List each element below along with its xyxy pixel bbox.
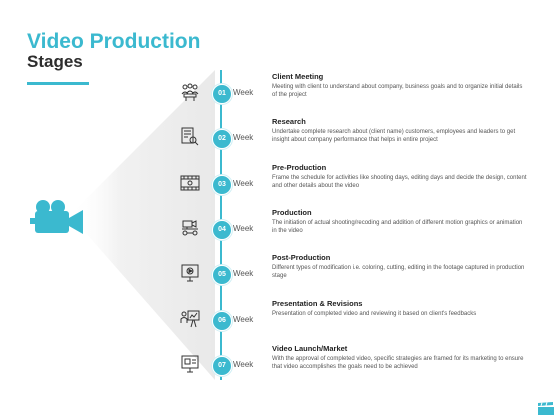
stage-title: Video Launch/Market [272, 344, 348, 353]
video-camera-icon [30, 200, 83, 234]
stage-item: 07 Week Video Launch/Market With the app… [0, 344, 560, 400]
stage-title: Production [272, 208, 312, 217]
stage-title: Presentation & Revisions [272, 299, 363, 308]
stage-description: Different types of modification i.e. col… [272, 265, 525, 279]
stage-description: Undertake complete research about (clien… [272, 129, 516, 143]
meeting-people-icon [181, 83, 199, 101]
week-label: Week [233, 179, 254, 188]
presentation-board-icon [180, 310, 200, 328]
document-search-icon [181, 127, 199, 146]
week-label: Week [233, 315, 254, 324]
week-label: Week [233, 88, 254, 97]
week-label: Week [233, 133, 254, 142]
stage-item: 06 Week Presentation & Revisions Present… [0, 299, 560, 355]
camera-cart-icon [182, 220, 198, 236]
stage-description: The initiation of actual shooting/recodi… [272, 220, 523, 234]
stage-number-badge: 04 [212, 220, 232, 240]
stage-item: 03 Week Pre-Production Frame the schedul… [0, 163, 560, 219]
stage-item: 02 Week Research Undertake complete rese… [0, 117, 560, 173]
stage-description: Frame the schedule for activities like s… [272, 175, 527, 189]
film-strip-icon [180, 175, 200, 191]
stage-number-badge: 05 [212, 265, 232, 285]
page-title: Video Production [27, 30, 201, 53]
monitor-play-icon [181, 264, 199, 282]
week-label: Week [233, 269, 254, 278]
stage-title: Research [272, 117, 306, 126]
stage-title: Pre-Production [272, 163, 327, 172]
stage-description: Presentation of completed video and revi… [272, 311, 477, 317]
title-underline [27, 82, 89, 85]
stage-item: 01 Week Client Meeting Meeting with clie… [0, 72, 560, 128]
stage-number-badge: 03 [212, 175, 232, 195]
stage-description: Meeting with client to understand about … [272, 84, 523, 98]
stage-number-badge: 01 [212, 84, 232, 104]
stage-item: 05 Week Post-Production Different types … [0, 253, 560, 309]
stage-number-badge: 06 [212, 311, 232, 331]
stage-title: Client Meeting [272, 72, 324, 81]
week-label: Week [233, 360, 254, 369]
stage-item: 04 Week Production The initiation of act… [0, 208, 560, 264]
stage-number-badge: 02 [212, 129, 232, 149]
stage-title: Post-Production [272, 253, 331, 262]
stage-description: With the approval of completed video, sp… [272, 356, 524, 370]
clapperboard-icon [538, 402, 554, 415]
video-launch-icon [181, 355, 199, 373]
week-label: Week [233, 224, 254, 233]
stage-number-badge: 07 [212, 356, 232, 376]
page-subtitle: Stages [27, 52, 83, 71]
